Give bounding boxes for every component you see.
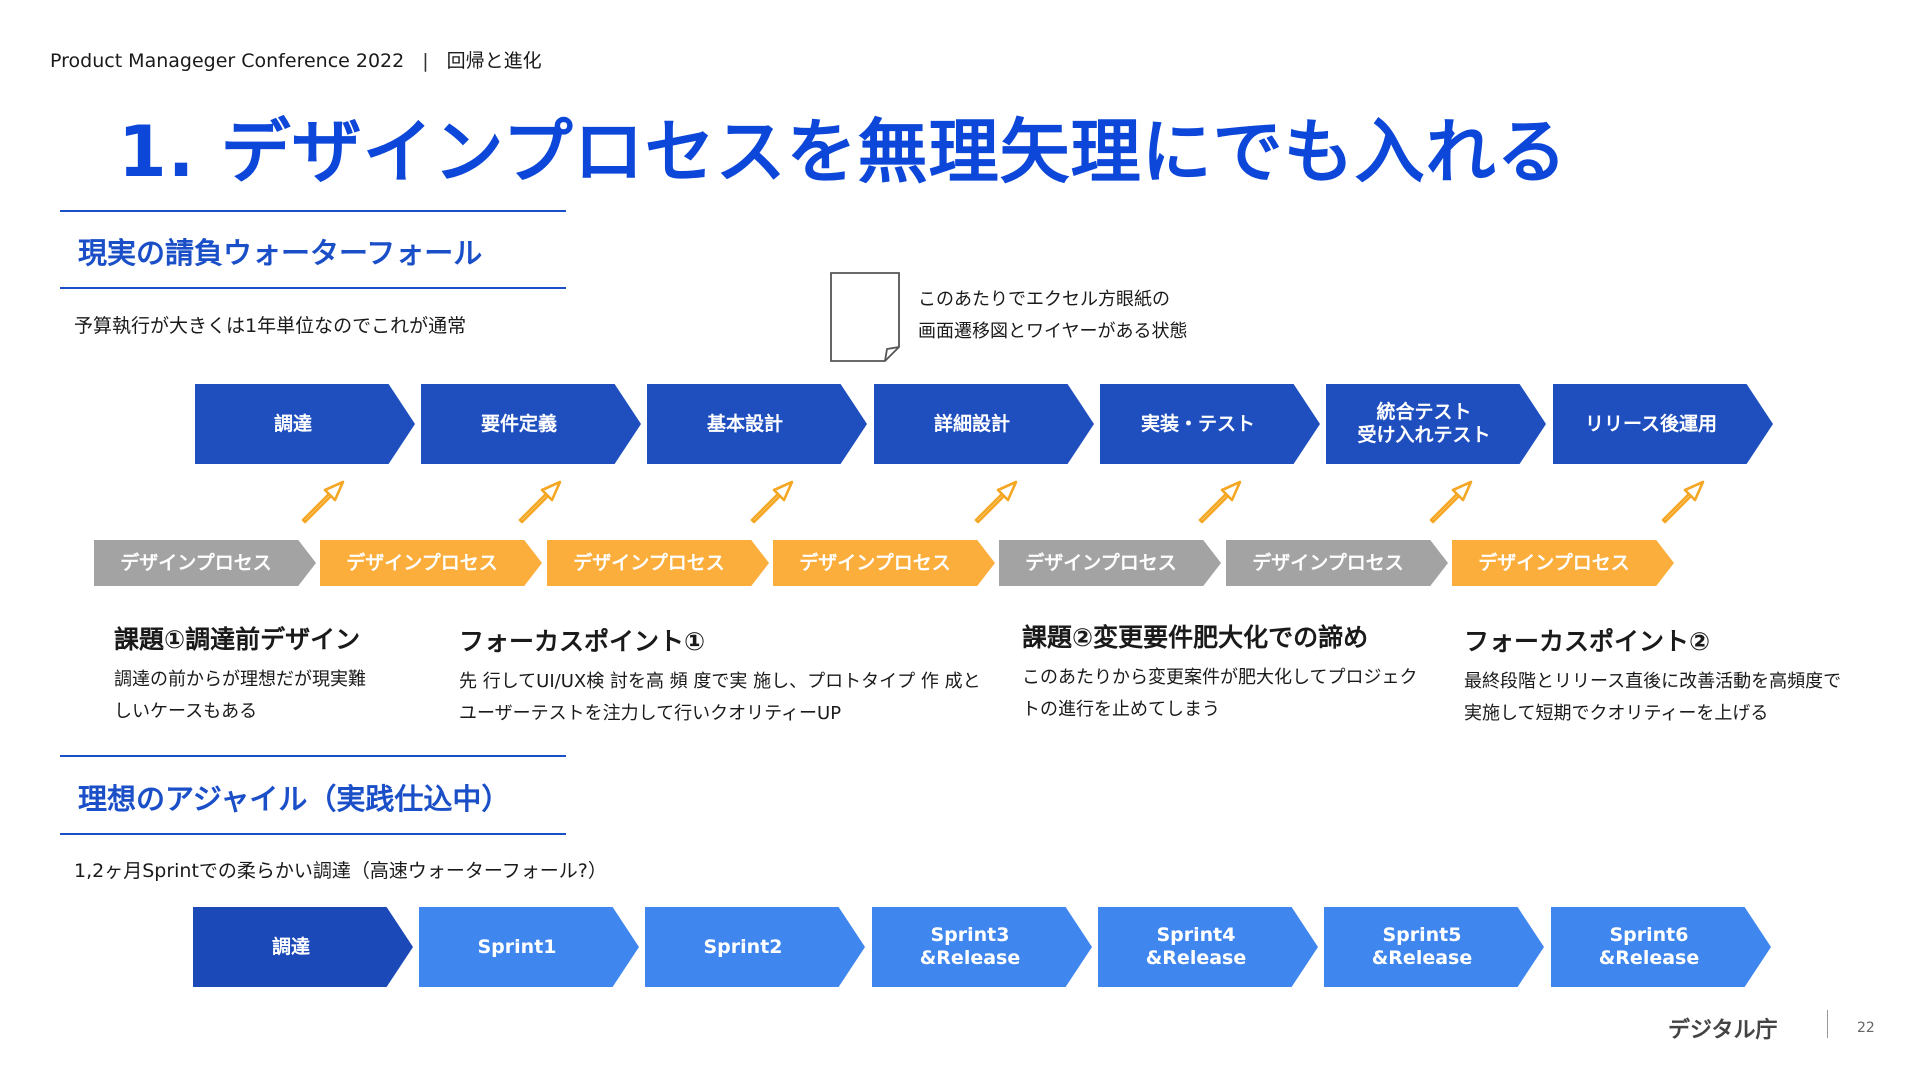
document-note: このあたりでエクセル方眼紙の 画面遷移図とワイヤーがある状態 [918, 284, 1187, 348]
waterfall-step-label: 実装・テスト [1141, 413, 1255, 436]
note-kadai-1: 課題①調達前デザイン 調達の前からが理想だが現実難 しいケースもある [114, 620, 366, 728]
agile-step-line1: Sprint6 [1609, 924, 1689, 947]
agile-step-line1: Sprint4 [1156, 924, 1236, 947]
section2-bottom-rule [60, 833, 566, 835]
waterfall-step-label: 要件定義 [481, 413, 557, 436]
page-number: 22 [1857, 1020, 1875, 1036]
agile-step-label: Sprint4&Release [1146, 924, 1247, 970]
waterfall-step-line1: 実装・テスト [1140, 412, 1255, 435]
agile-step-line2: &Release [1371, 947, 1473, 969]
agile-step-5: Sprint4&Release [1098, 907, 1318, 987]
design-process-step-4: デザインプロセス [773, 540, 995, 586]
agile-step-line1: Sprint2 [703, 935, 783, 958]
note-line: 最終段階とリリース直後に改善活動を高頻度で [1464, 671, 1842, 692]
waterfall-step-label: 調達 [274, 413, 312, 436]
waterfall-step-7: リリース後運用 [1553, 384, 1773, 464]
section1-top-rule [60, 210, 566, 212]
waterfall-step-label: 詳細設計 [934, 413, 1010, 436]
section1-description: 予算執行が大きくは1年単位なのでこれが通常 [74, 315, 467, 337]
up-right-arrow-icon [297, 478, 347, 528]
conference-subtitle: 回帰と進化 [446, 50, 542, 72]
design-process-step-7: デザインプロセス [1452, 540, 1674, 586]
header: Product Manageger Conference 2022 | 回帰と進化 [50, 46, 542, 73]
header-separator: | [422, 50, 429, 72]
agile-step-label: Sprint5&Release [1372, 924, 1473, 970]
agile-step-label: Sprint2 [704, 936, 783, 959]
agile-step-label: Sprint3&Release [920, 924, 1021, 970]
waterfall-step-label: リリース後運用 [1585, 413, 1717, 436]
section2-description: 1,2ヶ月Sprintでの柔らかい調達（高速ウォーターフォール?） [74, 860, 607, 882]
agile-step-line1: Sprint1 [477, 935, 557, 958]
document-icon [830, 272, 900, 362]
agile-step-line1: Sprint3 [930, 924, 1010, 947]
agile-step-2: Sprint1 [419, 907, 639, 987]
agile-step-line1: Sprint5 [1382, 924, 1462, 947]
waterfall-step-3: 基本設計 [647, 384, 867, 464]
waterfall-step-line1: 詳細設計 [933, 412, 1010, 435]
design-process-step-3: デザインプロセス [547, 540, 769, 586]
waterfall-step-4: 詳細設計 [874, 384, 1094, 464]
waterfall-step-label: 統合テスト受け入れテスト [1357, 401, 1490, 447]
waterfall-step-label: 基本設計 [707, 413, 783, 436]
section1-bottom-rule [60, 287, 566, 289]
waterfall-step-line1: 調達 [273, 412, 312, 435]
section2-title: 理想のアジャイル（実践仕込中） [78, 782, 511, 816]
waterfall-step-line1: 統合テスト [1376, 401, 1472, 424]
note-line: 調達の前からが理想だが現実難 [114, 669, 366, 690]
agile-step-line2: &Release [1145, 947, 1247, 969]
note-title: フォーカスポイント① [459, 627, 706, 656]
waterfall-step-2: 要件定義 [421, 384, 641, 464]
agile-step-label: 調達 [272, 936, 310, 959]
up-right-arrow-icon [970, 478, 1020, 528]
document-note-line1: このあたりでエクセル方眼紙の [918, 289, 1170, 310]
agile-step-4: Sprint3&Release [872, 907, 1092, 987]
design-process-step-5: デザインプロセス [999, 540, 1221, 586]
waterfall-step-line1: リリース後運用 [1584, 412, 1718, 435]
page-title: 1. デザインプロセスを無理矢理にでも入れる [118, 111, 1568, 193]
note-focus-1: フォーカスポイント① 先 行してUI/UX検 討を高 頻 度で実 施し、プロトタ… [459, 622, 981, 730]
agile-step-line1: 調達 [271, 935, 310, 958]
note-line: 実施して短期でクオリティーを上げる [1464, 703, 1769, 724]
agile-step-label: Sprint6&Release [1599, 924, 1700, 970]
note-line: ユーザーテストを注力して行いクオリティーUP [459, 703, 842, 724]
design-process-step-2: デザインプロセス [320, 540, 542, 586]
up-right-arrow-icon [1657, 478, 1707, 528]
agile-step-3: Sprint2 [645, 907, 865, 987]
footer-separator [1827, 1010, 1828, 1038]
digital-agency-logo: デジタル庁 [1668, 1018, 1778, 1043]
note-title: 課題②変更要件肥大化での諦め [1022, 623, 1369, 652]
up-right-arrow-icon [746, 478, 796, 528]
waterfall-step-1: 調達 [195, 384, 415, 464]
waterfall-step-line1: 基本設計 [706, 412, 783, 435]
note-line: 先 行してUI/UX検 討を高 頻 度で実 施し、プロトタイプ 作 成と [459, 671, 981, 692]
section2-top-rule [60, 755, 566, 757]
design-process-step-6: デザインプロセス [1226, 540, 1448, 586]
document-note-line2: 画面遷移図とワイヤーがある状態 [918, 321, 1188, 342]
waterfall-step-line2: 受け入れテスト [1357, 424, 1491, 446]
waterfall-step-5: 実装・テスト [1100, 384, 1320, 464]
agile-step-7: Sprint6&Release [1551, 907, 1771, 987]
agile-step-line2: &Release [919, 947, 1021, 969]
agile-step-line2: &Release [1598, 947, 1700, 969]
note-kadai-2: 課題②変更要件肥大化での諦め このあたりから変更案件が肥大化してプロジェク トの… [1022, 618, 1417, 726]
note-line: このあたりから変更案件が肥大化してプロジェク [1022, 667, 1418, 688]
conference-name: Product Manageger Conference 2022 [50, 50, 405, 72]
note-line: しいケースもある [114, 701, 258, 722]
note-title: 課題①調達前デザイン [114, 625, 361, 654]
agile-step-label: Sprint1 [478, 936, 557, 959]
up-right-arrow-icon [1194, 478, 1244, 528]
agile-step-6: Sprint5&Release [1324, 907, 1544, 987]
section1-title: 現実の請負ウォーターフォール [78, 236, 483, 270]
design-process-step-1: デザインプロセス [94, 540, 316, 586]
agile-step-1: 調達 [193, 907, 413, 987]
waterfall-step-line1: 要件定義 [480, 412, 557, 435]
up-right-arrow-icon [1425, 478, 1475, 528]
note-focus-2: フォーカスポイント② 最終段階とリリース直後に改善活動を高頻度で 実施して短期で… [1464, 622, 1841, 730]
note-line: トの進行を止めてしまう [1022, 699, 1220, 720]
up-right-arrow-icon [514, 478, 564, 528]
note-title: フォーカスポイント② [1464, 627, 1711, 656]
waterfall-step-6: 統合テスト受け入れテスト [1326, 384, 1546, 464]
